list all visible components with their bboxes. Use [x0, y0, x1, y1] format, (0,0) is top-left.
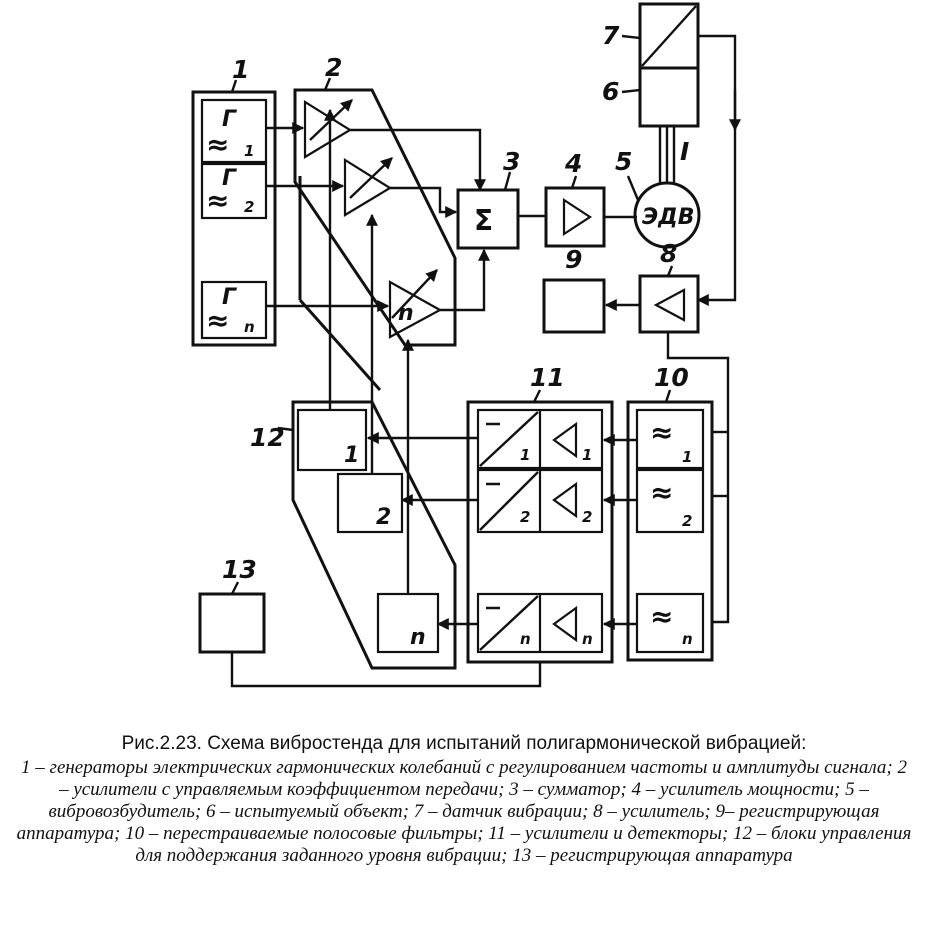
amplifier-11-n-index: n [582, 630, 593, 648]
filter-n-index: n [682, 630, 693, 648]
control-1-index: 1 [344, 443, 359, 468]
generator-1-letter: Г [222, 107, 237, 132]
wire-amp2-sum [390, 186, 458, 218]
power-amplifier-block: 4 [544, 149, 606, 248]
generator-2-approx: ≈ [206, 184, 229, 217]
filter-2-index: 2 [682, 512, 692, 530]
label-8: 8 [660, 239, 677, 268]
figure-caption: Рис.2.23. Схема вибростенда для испытани… [0, 732, 928, 867]
recorder-13-block: 13 [198, 555, 266, 654]
generator-n-index: n [244, 318, 255, 336]
detector-2-index: 2 [520, 508, 530, 526]
generator-n-approx: ≈ [206, 304, 229, 337]
generator-1-index: 1 [244, 142, 254, 160]
exciter-block: ЭДВ 5 [615, 147, 701, 249]
caption-title: Рис.2.23. Схема вибростенда для испытани… [121, 733, 807, 754]
control-n-index: n [410, 625, 426, 650]
test-object-and-sensor: 7 6 [602, 2, 700, 128]
label-9: 9 [565, 245, 582, 274]
amplifier-8-block: 8 [638, 239, 700, 334]
caption-legend: 1 – генераторы электрических гармоническ… [16, 757, 912, 866]
amplifier-11-1-index: 1 [582, 446, 592, 464]
filter-1-symbol: ≈ [650, 416, 673, 449]
detector-1-index: 1 [520, 446, 530, 464]
label-5: 5 [615, 147, 632, 176]
wire-sensor-amp8 [696, 34, 737, 306]
detector-n-index: n [520, 630, 531, 648]
label-11: 11 [530, 363, 565, 392]
amplifier-n-label: n [398, 301, 414, 326]
wire-ampn-sum [440, 248, 490, 312]
generator-1-approx: ≈ [206, 128, 229, 161]
filter-1-index: 1 [682, 448, 692, 466]
controlled-amplifiers-block: n 2 [293, 53, 457, 391]
amplifiers-detectors-block: 1 2 n 1 2 n 11 [466, 363, 614, 664]
label-1: 1 [232, 55, 249, 84]
label-12: 12 [250, 423, 285, 452]
wire-amp1-sum [350, 128, 486, 192]
control-blocks-block: 1 2 n 12 [250, 400, 457, 670]
wire-recorder13-detectors [230, 652, 542, 688]
wire-amp8-filters [666, 332, 730, 624]
exciter-label: ЭДВ [642, 205, 695, 230]
label-13: 13 [222, 555, 257, 584]
amplifier-11-2-index: 2 [582, 508, 592, 526]
generator-2-letter: Г [222, 166, 237, 191]
recorder-9-block: 9 [542, 245, 606, 334]
filter-n-symbol: ≈ [650, 600, 673, 633]
vibration-stand-diagram: Г ≈ 1 Г ≈ 2 Г ≈ n 1 n 2 Σ 3 [191, 2, 741, 688]
generator-n-letter: Г [222, 285, 237, 310]
control-2-index: 2 [376, 505, 391, 530]
label-6: 6 [602, 77, 619, 106]
label-roman-one: I [680, 137, 689, 166]
label-3: 3 [503, 147, 520, 176]
label-10: 10 [654, 363, 689, 392]
label-2: 2 [325, 53, 342, 82]
summator-block: Σ 3 [456, 147, 520, 250]
bandpass-filters-block: ≈ 1 ≈ 2 ≈ n 10 [626, 363, 714, 662]
generators-block: Г ≈ 1 Г ≈ 2 Г ≈ n 1 [191, 55, 277, 347]
generator-2-index: 2 [244, 198, 254, 216]
label-7: 7 [602, 21, 620, 50]
label-4: 4 [564, 149, 582, 178]
filter-2-symbol: ≈ [650, 476, 673, 509]
summator-symbol: Σ [474, 204, 493, 237]
